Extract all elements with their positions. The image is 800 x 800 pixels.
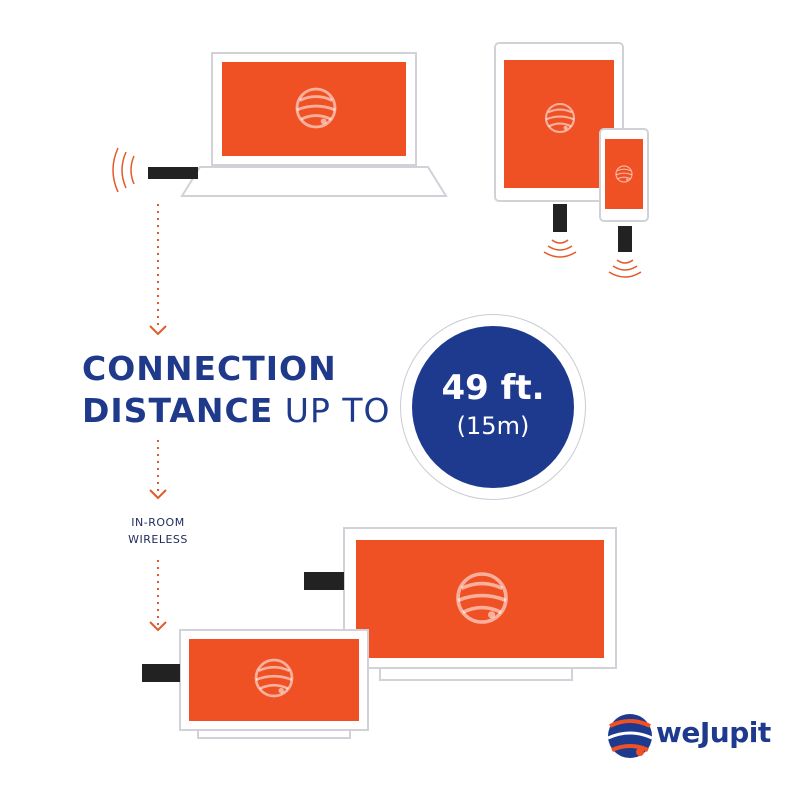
in-room-wireless-caption: IN-ROOM WIRELESS (112, 514, 204, 548)
usb-dongle-icon (142, 664, 180, 682)
phone (599, 128, 649, 278)
brand-name: weJupit (656, 716, 771, 749)
connection-headline: CONNECTION DISTANCE UP TO (82, 348, 390, 432)
arrow-down-icon (149, 204, 167, 336)
wifi-waves-icon (112, 147, 135, 193)
distance-disc: 49 ft. (15m) (412, 326, 574, 488)
large-tv (304, 527, 617, 681)
distance-feet: 49 ft. (441, 368, 545, 408)
headline-line2-rest: UP TO (273, 391, 391, 430)
brand-globe-icon (607, 714, 653, 758)
laptop-screen (222, 62, 406, 156)
wifi-waves-icon (543, 239, 577, 258)
caption-line2: WIRELESS (128, 533, 188, 546)
caption-line1: IN-ROOM (131, 516, 185, 529)
headline-line2: DISTANCE UP TO (82, 390, 390, 432)
distance-badge: 49 ft. (15m) (400, 314, 586, 500)
usb-dongle-icon (304, 572, 344, 590)
usb-dongle-icon (618, 226, 632, 252)
wifi-waves-icon (608, 259, 642, 278)
tv-screen (189, 639, 359, 721)
tv-screen (356, 540, 604, 658)
headline-line2-bold: DISTANCE (82, 391, 274, 430)
small-tv (142, 629, 369, 739)
distance-meters: (15m) (456, 412, 530, 440)
phone-screen (605, 139, 643, 209)
usb-dongle-icon (553, 204, 567, 232)
tablet (494, 42, 624, 258)
laptop (112, 52, 448, 197)
headline-line1: CONNECTION (82, 349, 337, 388)
usb-dongle-icon (148, 167, 198, 179)
arrow-down-icon (149, 440, 167, 500)
arrow-down-icon (149, 560, 167, 632)
